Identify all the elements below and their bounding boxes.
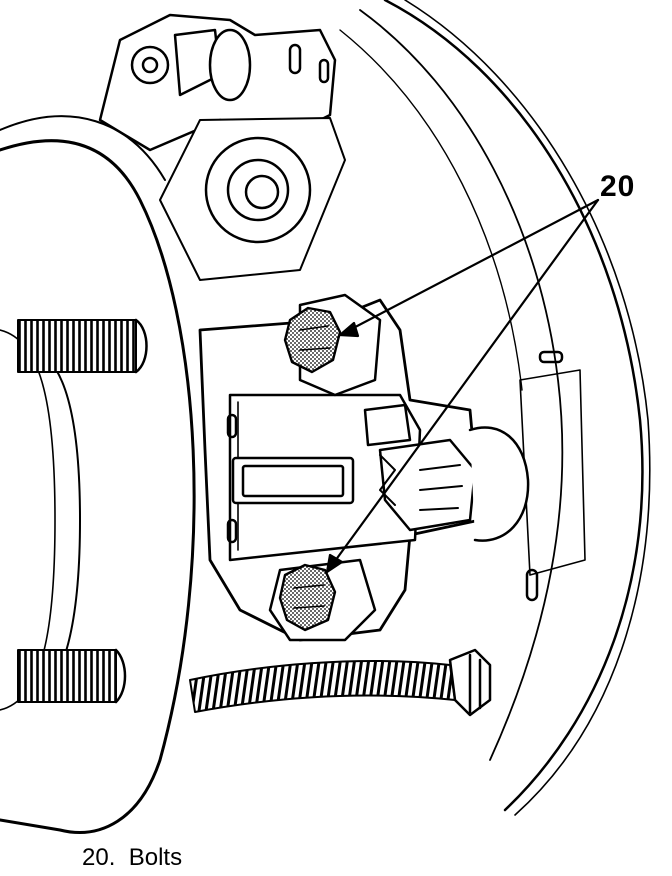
figure-caption: 20. Bolts (82, 844, 182, 872)
backing-plate (339, 0, 651, 816)
brake-hose (189, 648, 492, 717)
wheel-stud-upper (17, 318, 148, 374)
steering-knuckle (98, 13, 346, 281)
wheel-stud-lower (17, 648, 127, 704)
hub-rotor (0, 115, 196, 834)
callout-leaders (325, 198, 600, 574)
callout-number-label: 20 (600, 170, 636, 203)
bolt-upper (283, 306, 342, 374)
caliper (198, 293, 530, 642)
caption-number: 20. (82, 844, 116, 871)
caption-text: Bolts (128, 844, 183, 871)
bolt-lower (278, 563, 337, 632)
